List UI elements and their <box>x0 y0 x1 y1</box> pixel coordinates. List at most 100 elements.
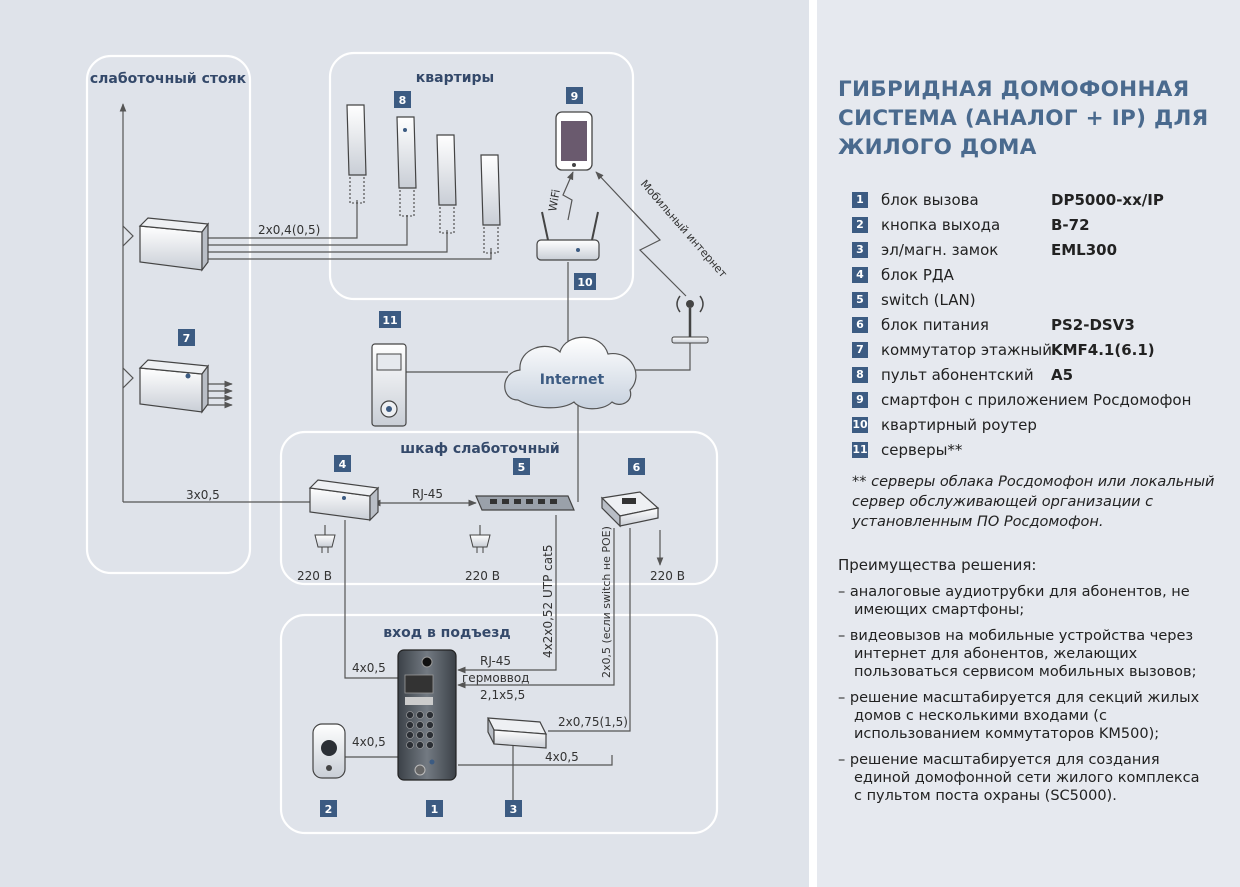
cabinet-group-title: шкаф слаботочный <box>400 441 559 457</box>
cable-label-utp: 4x2x0,52 UTP cat5 <box>541 545 555 658</box>
router-device <box>536 211 600 261</box>
entrance-group-title: вход в подъезд <box>383 625 510 641</box>
call-panel-device <box>397 649 457 781</box>
badge-9: 9 <box>566 87 583 104</box>
legend-label: серверы** <box>881 440 963 459</box>
badge-11-label: 11 <box>382 314 397 327</box>
badge-10-label: 10 <box>577 276 593 289</box>
power-plug-icon <box>314 534 336 553</box>
cable-label-rj45-entry: RJ-45 <box>480 654 511 668</box>
badge-2: 2 <box>320 800 337 817</box>
handset-2 <box>396 116 417 217</box>
handset-4 <box>480 154 501 254</box>
electromagnetic-lock-device <box>486 717 548 749</box>
badge-1-label: 1 <box>431 803 439 816</box>
riser-group-box <box>85 54 252 575</box>
cable-labels: 2x0,4(0,5) 3x0,5 RJ-45 220 В 220 В 220 В… <box>186 177 730 764</box>
handset-1 <box>346 104 367 204</box>
advantage-item: решение масштабируется для секций жилых … <box>838 689 1210 743</box>
legend-number: 3 <box>852 241 868 258</box>
advantages-heading: Преимущества решения: <box>838 556 1037 574</box>
legend-number: 10 <box>852 416 868 433</box>
power-label-switch: 220 В <box>465 569 500 583</box>
badge-9-label: 9 <box>571 90 579 103</box>
internet-cloud-icon <box>504 336 637 410</box>
cable-label-exit: 4x0,5 <box>352 735 386 749</box>
badge-6-label: 6 <box>633 461 641 474</box>
riser-junction-box <box>138 217 210 272</box>
cable-label-lock-ctrl: 4x0,5 <box>545 750 579 764</box>
page-title: ГИБРИДНАЯ ДОМОФОННАЯ СИСТЕМА (АНАЛОГ + I… <box>838 77 1209 160</box>
badge-7-label: 7 <box>183 332 191 345</box>
legend-label: кнопка выхода <box>881 215 1001 234</box>
footnote: ** серверы облака Росдомофон или локальн… <box>852 474 1215 530</box>
smartphone-icon <box>555 111 593 171</box>
cable-label-gland: гермоввод <box>462 671 529 685</box>
badge-4-label: 4 <box>339 458 347 471</box>
badge-2-label: 2 <box>325 803 333 816</box>
legend-model: PS2-DSV3 <box>1051 315 1135 334</box>
legend-number: 6 <box>852 316 868 333</box>
legend-item: 10 квартирный роутер <box>852 412 1232 437</box>
legend-label: смартфон с приложением Росдомофон <box>881 390 1192 409</box>
cable-label-lock: 2x0,75(1,5) <box>558 715 628 729</box>
panel-divider <box>809 0 817 887</box>
cable-label-psu-line: 2x0,5 (если switch не POE) <box>600 526 613 678</box>
legend-number: 1 <box>852 191 868 208</box>
badge-5-label: 5 <box>518 461 526 474</box>
advantage-item: видеовызов на мобильные устройства через… <box>838 627 1210 681</box>
badge-3: 3 <box>505 800 522 817</box>
legend-item: 3 эл/магн. замок EML300 <box>852 237 1232 262</box>
advantages-list: аналоговые аудиотрубки для абонентов, не… <box>838 583 1210 813</box>
legend-label: квартирный роутер <box>881 415 1037 434</box>
wires <box>119 103 691 800</box>
legend-label: эл/магн. замок <box>881 240 999 259</box>
cell-antenna-icon <box>671 295 709 344</box>
cable-label-riser: 3x0,5 <box>186 488 220 502</box>
legend-label: блок РДА <box>881 265 954 284</box>
badge-8: 8 <box>394 91 411 108</box>
lan-switch-device <box>475 495 575 511</box>
badge-1: 1 <box>426 800 443 817</box>
handset-3 <box>436 134 457 234</box>
legend-label: коммутатор этажный <box>881 340 1052 359</box>
rda-block-device <box>308 479 380 522</box>
power-label-psu: 220 В <box>650 569 685 583</box>
exit-button-device <box>312 723 346 779</box>
legend-number: 7 <box>852 341 868 358</box>
apartments-group-box <box>328 51 635 301</box>
apartments-group-title: квартиры <box>416 70 494 86</box>
badge-8-label: 8 <box>399 94 407 107</box>
wifi-label: WiFi <box>546 188 563 212</box>
badge-7: 7 <box>178 329 195 346</box>
cable-label-rj45-cabinet: RJ-45 <box>412 487 443 501</box>
server-device <box>371 343 407 427</box>
legend-item: 11 серверы** <box>852 437 1232 462</box>
legend-number: 11 <box>852 441 868 458</box>
legend-model: KMF4.1(6.1) <box>1051 340 1155 359</box>
riser-group-title: слаботочный стояк <box>90 71 247 87</box>
mobile-internet-label: Мобильный интернет <box>638 177 730 280</box>
floor-switch-device <box>138 359 210 414</box>
badge-3-label: 3 <box>510 803 518 816</box>
power-plug-icon <box>469 534 491 553</box>
legend-model: EML300 <box>1051 240 1118 259</box>
badge-5: 5 <box>513 458 530 475</box>
badge-11: 11 <box>379 311 401 328</box>
legend-label: switch (LAN) <box>881 290 976 309</box>
power-supply-device <box>600 491 660 528</box>
legend-number: 2 <box>852 216 868 233</box>
power-label-rda: 220 В <box>297 569 332 583</box>
legend-label: блок вызова <box>881 190 979 209</box>
cabinet-group-box <box>279 430 719 586</box>
